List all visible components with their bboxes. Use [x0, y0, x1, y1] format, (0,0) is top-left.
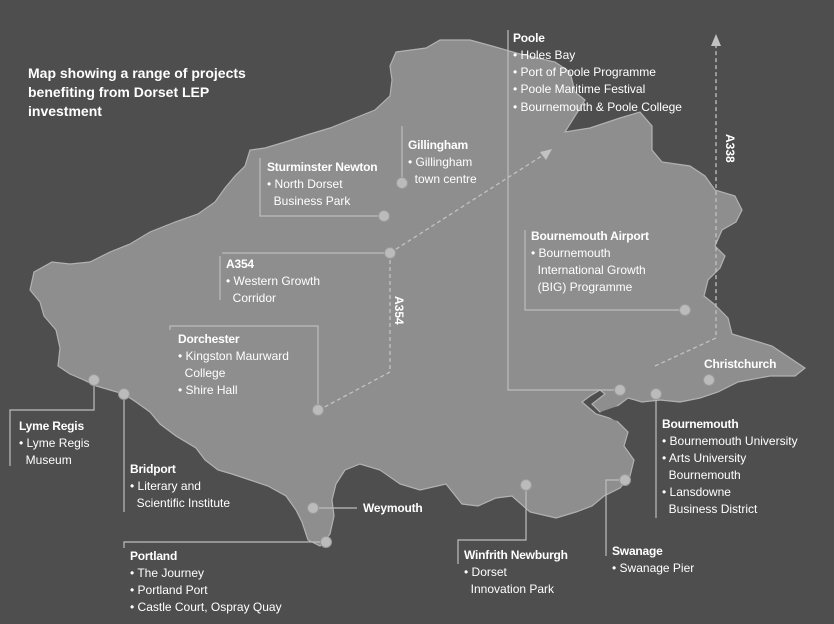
dot-christchurch	[703, 374, 715, 386]
label-a354: A354 • Western Growth Corridor	[226, 256, 320, 307]
dot-bridport	[118, 388, 130, 400]
bournemouth-item: Business District	[668, 502, 758, 516]
airport-name: Bournemouth Airport	[531, 229, 649, 243]
label-portland: Portland • The Journey • Portland Port •…	[130, 548, 282, 616]
sturminster-item: Business Park	[273, 194, 351, 208]
sturminster-item: • North Dorset	[267, 177, 343, 191]
poole-name: Poole	[513, 31, 545, 45]
poole-leader	[507, 30, 620, 391]
dorchester-item: • Kingston Maurward	[178, 349, 289, 363]
road-lines	[318, 44, 717, 411]
dot-airport	[679, 304, 691, 316]
dorchester-item: College	[184, 366, 226, 380]
winfrith-item: • Dorset	[464, 565, 507, 579]
lyme-leader	[9, 380, 95, 466]
weymouth-name: Weymouth	[363, 501, 423, 515]
dot-portland	[320, 536, 332, 548]
poole-harbour	[600, 406, 638, 424]
leader-lines	[9, 30, 685, 564]
portland-leader	[123, 541, 326, 548]
winfrith-item: Innovation Park	[470, 582, 555, 596]
label-swanage: Swanage • Swanage Pier	[612, 543, 694, 577]
a354-arrowhead	[540, 149, 552, 160]
portland-item: • The Journey	[130, 566, 205, 580]
label-bournemouth: Bournemouth • Bournemouth University • A…	[662, 416, 798, 518]
label-dorchester: Dorchester • Kingston Maurward College •…	[178, 331, 289, 399]
dot-sturminster	[378, 210, 390, 222]
bournemouth-name: Bournemouth	[662, 417, 739, 431]
label-sturminster: Sturminster Newton • North Dorset Busine…	[267, 159, 378, 210]
airport-item: (BIG) Programme	[537, 280, 633, 294]
bournemouth-item: Bournemouth	[668, 468, 741, 482]
a338-route	[654, 44, 717, 367]
swanage-leader	[605, 479, 625, 556]
sturminster-leader	[259, 158, 384, 217]
winfrith-leader	[457, 485, 527, 564]
lyme-item: • Lyme Regis	[19, 436, 90, 450]
poole-item: • Holes Bay	[513, 48, 576, 62]
christchurch-name: Christchurch	[704, 357, 777, 371]
swanage-item: • Swanage Pier	[612, 561, 695, 575]
dot-poole	[614, 384, 626, 396]
portland-item: • Portland Port	[130, 583, 208, 597]
dot-dorchester	[312, 404, 324, 416]
gillingham-item: • Gillingham	[408, 155, 473, 169]
a354-item: • Western Growth	[226, 274, 321, 288]
poole-item: • Bournemouth & Poole College	[513, 100, 682, 114]
bournemouth-item: • Lansdowne	[662, 485, 731, 499]
dot-bournemouth	[650, 388, 662, 400]
bournemouth-item: • Arts University	[662, 451, 747, 465]
lyme-name: Lyme Regis	[19, 419, 84, 433]
bridport-name: Bridport	[130, 462, 176, 476]
dorchester-leader	[169, 325, 319, 410]
gillingham-name: Gillingham	[408, 138, 469, 152]
dot-a354	[384, 247, 396, 259]
a354-route-north	[389, 151, 549, 254]
a338-arrowhead	[711, 34, 721, 46]
winfrith-name: Winfrith Newburgh	[464, 548, 568, 562]
poole-item: • Poole Maritime Festival	[513, 82, 646, 96]
sturminster-name: Sturminster Newton	[267, 160, 378, 174]
dot-gillingham	[396, 177, 408, 189]
bournemouth-item: • Bournemouth University	[662, 434, 798, 448]
dot-lyme	[88, 374, 100, 386]
a354-road-label: A354	[392, 296, 406, 325]
a338-road-label: A338	[723, 134, 737, 163]
a354-route-south	[318, 253, 391, 411]
dorchester-name: Dorchester	[178, 332, 240, 346]
gillingham-item: town centre	[414, 172, 477, 186]
poole-item: • Port of Poole Programme	[513, 65, 656, 79]
label-lyme-regis: Lyme Regis • Lyme Regis Museum	[19, 418, 89, 469]
lyme-item: Museum	[25, 453, 72, 467]
dot-winfrith	[520, 479, 532, 491]
airport-leader	[524, 230, 685, 311]
map-title: Map showing a range of projects benefiti…	[28, 65, 246, 119]
a354-name: A354	[226, 257, 254, 271]
location-dots	[88, 177, 715, 548]
label-bridport: Bridport • Literary and Scientific Insti…	[130, 461, 230, 512]
dot-weymouth	[307, 502, 319, 514]
label-gillingham: Gillingham • Gillingham town centre	[408, 137, 477, 188]
label-poole: Poole • Holes Bay • Port of Poole Progra…	[513, 30, 682, 116]
bridport-item: • Literary and	[130, 479, 201, 493]
airport-item: International Growth	[537, 263, 646, 277]
dot-swanage	[619, 474, 631, 486]
dorset-county-shape	[29, 39, 807, 547]
bridport-item: Scientific Institute	[136, 496, 231, 510]
swanage-name: Swanage	[612, 544, 663, 558]
road-arrowheads	[540, 34, 721, 160]
label-bournemouth-airport: Bournemouth Airport • Bournemouth Intern…	[531, 228, 649, 296]
dorchester-item: • Shire Hall	[178, 383, 238, 397]
label-winfrith-newburgh: Winfrith Newburgh • Dorset Innovation Pa…	[464, 547, 568, 598]
portland-item: • Castle Court, Ospray Quay	[130, 600, 282, 614]
label-christchurch: Christchurch	[704, 356, 776, 373]
a354-item: Corridor	[232, 291, 277, 305]
label-weymouth: Weymouth	[363, 500, 423, 517]
airport-item: • Bournemouth	[531, 246, 611, 260]
portland-name: Portland	[130, 549, 178, 563]
